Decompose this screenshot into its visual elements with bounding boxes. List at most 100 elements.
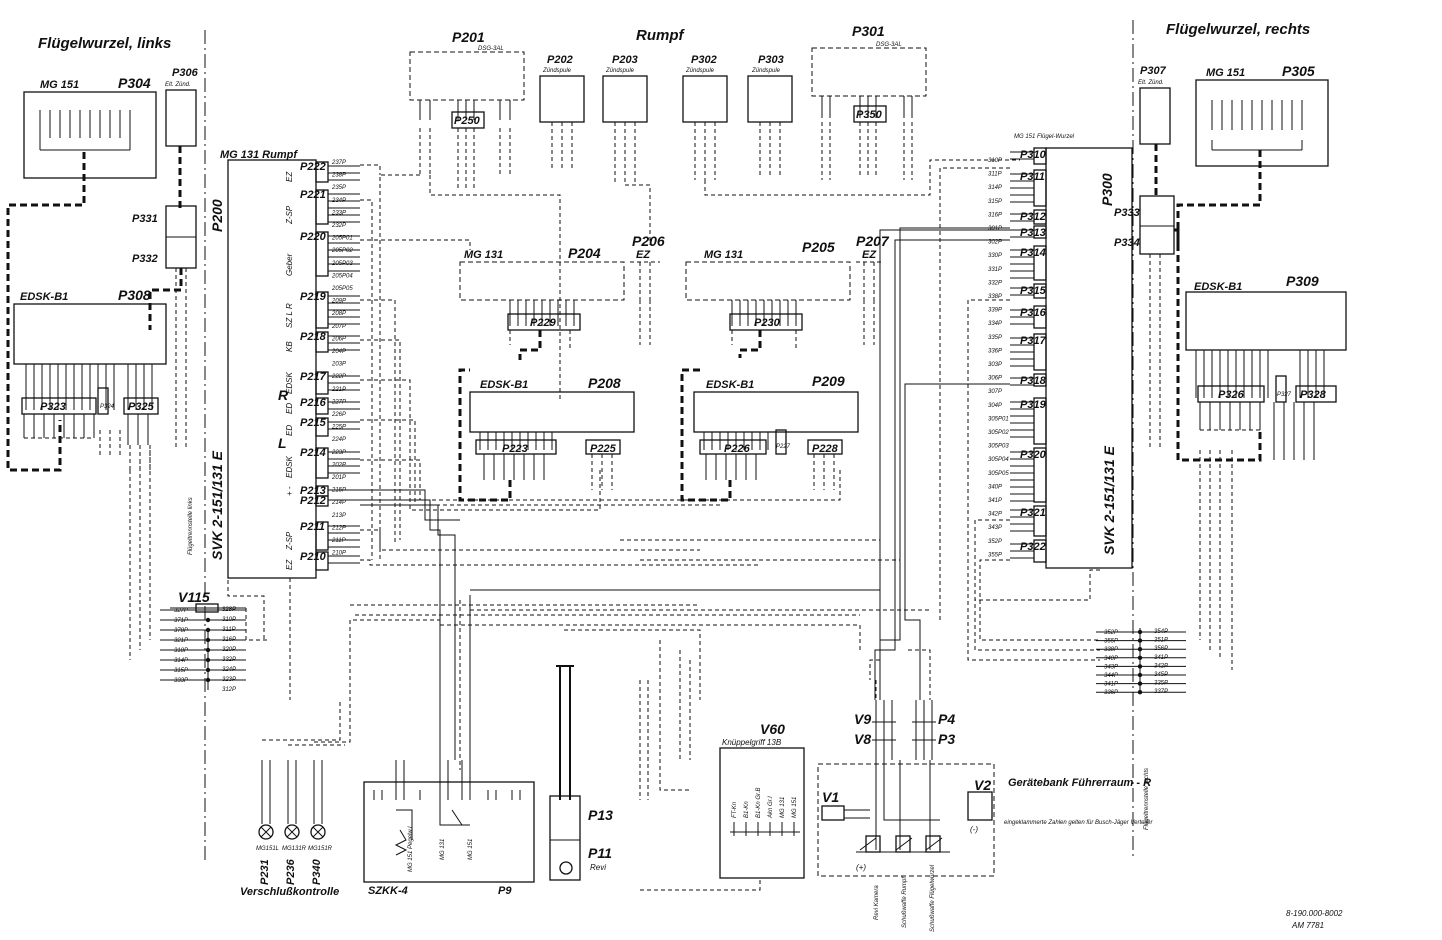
unit-P202: P202 Zündspule — [539, 54, 585, 123]
v115-right-label: 311P — [222, 627, 236, 633]
svg-text:P203: P203 — [612, 54, 638, 66]
rterm-right-label: 342P — [1154, 663, 1168, 669]
right-wire-label: 310P — [988, 158, 1002, 164]
svg-text:MG 151: MG 151 — [468, 839, 474, 860]
svg-text:P307: P307 — [1140, 65, 1167, 77]
left-wire-label: 232P — [331, 223, 346, 229]
right-wire-label: 304P — [988, 403, 1002, 409]
svg-text:V115: V115 — [178, 589, 210, 605]
unit-P204: MG 131 P204 P229 — [459, 245, 625, 360]
left-wire-label: 222P — [331, 374, 346, 380]
left-wire-label: 205P01 — [331, 236, 353, 242]
svg-text:FT-Kn: FT-Kn — [732, 801, 738, 818]
rterm-right-label: 351P — [1154, 638, 1168, 644]
right-wire-label: 305P04 — [988, 457, 1009, 463]
p200-wiring — [227, 164, 841, 760]
svg-text:Zündspule: Zündspule — [685, 68, 715, 74]
v115-dot — [205, 647, 211, 653]
unit-P307: P307 Elt. Zünd. — [1138, 65, 1171, 145]
svg-text:SZKK-4: SZKK-4 — [368, 885, 408, 897]
bus-wiring — [350, 539, 930, 770]
bottom-label-1: Revi Kamera — [874, 885, 880, 920]
svg-text:P204: P204 — [568, 245, 601, 261]
plug-P221: P221 — [300, 189, 326, 201]
svg-text:P309: P309 — [1286, 273, 1319, 289]
svg-text:Knüppelgriff 13B: Knüppelgriff 13B — [722, 738, 782, 747]
rterm-left-label: 340P — [1104, 656, 1118, 662]
v115-right-label: 312P — [222, 687, 236, 693]
svg-text:P331: P331 — [132, 213, 158, 225]
svg-text:MG 131: MG 131 — [464, 249, 503, 261]
v115-dot — [205, 617, 211, 623]
plug-group-9: + - — [285, 486, 294, 496]
plug-P325: P325 — [128, 401, 155, 413]
svg-text:SVK 2-151/131 E: SVK 2-151/131 E — [209, 450, 225, 560]
svg-text:P200: P200 — [209, 199, 225, 232]
rterm-right-label: 335P — [1154, 681, 1168, 687]
rterm-left-label: 344P — [1104, 673, 1118, 679]
plug-P327: P327 — [1277, 392, 1292, 398]
lamp-P236: P236 — [285, 858, 297, 885]
right-wire-label: 314P — [988, 185, 1002, 191]
right-wire-label: 338P — [988, 294, 1002, 300]
rterm-dot — [1137, 664, 1143, 669]
right-wire-label: 341P — [988, 498, 1002, 504]
svg-text:Elt. Zünd.: Elt. Zünd. — [1138, 80, 1164, 86]
left-wire-label: 212P — [331, 525, 346, 531]
svg-text:P208: P208 — [588, 375, 621, 391]
svg-text:P3: P3 — [938, 731, 955, 747]
plug-group-5: EDSK — [285, 372, 294, 394]
side-label-L: L — [278, 435, 287, 451]
plug-P229: P229 — [530, 317, 557, 329]
left-wire-label: 211P — [331, 538, 346, 544]
right-plug-column: P310P311P312P313P314P315P316P317P318P319… — [1010, 147, 1047, 563]
plug-P326: P326 — [1218, 389, 1245, 401]
unit-P333-P334: P333 P334 — [1114, 144, 1262, 462]
plug-P213: P213 — [300, 485, 326, 497]
right-wire-label: 302P — [988, 240, 1002, 246]
unit-P308: EDSK-B1 P308 P323 P324 P325 — [13, 287, 167, 470]
unit-P203: P203 Zündspule — [602, 54, 648, 123]
svg-text:EDSK-B1: EDSK-B1 — [480, 379, 528, 391]
right-wire-label: 334P — [988, 321, 1002, 327]
side-label-R: R — [278, 387, 289, 403]
right-wire-label: 330P — [988, 253, 1002, 259]
svg-text:P205: P205 — [802, 239, 835, 255]
v115-right-label: 310P — [222, 617, 236, 623]
plug-P222: P222 — [300, 161, 326, 173]
left-wire-label: 213P — [331, 513, 346, 519]
svg-text:P209: P209 — [812, 373, 845, 389]
doc-number: 8-190.000-8002 — [1286, 909, 1343, 918]
plug-group-12: EZ — [285, 559, 294, 570]
unit-V60: V60 Knüppelgriff 13B FT-Kn B1-Kn B1-Kn G… — [564, 629, 805, 891]
svg-text:P207: P207 — [856, 233, 890, 249]
rterm-right-label: 337P — [1154, 689, 1168, 695]
svg-text:P13: P13 — [588, 807, 613, 823]
svg-text:P9: P9 — [498, 885, 512, 897]
rterm-left-label: 355P — [1104, 639, 1118, 645]
svg-text:B1-Kn Gr.B: B1-Kn Gr.B — [756, 788, 762, 818]
right-wire-label: 340P — [988, 484, 1002, 490]
svg-text:MG 131: MG 131 — [704, 249, 743, 261]
svg-text:B1-Kn: B1-Kn — [744, 801, 750, 818]
v115-left-label: 378P — [174, 628, 188, 634]
plug-P225: P225 — [590, 443, 617, 455]
left-wire-label: 238P — [331, 173, 346, 179]
v115-dot — [205, 657, 211, 663]
right-wire-label: 305P01 — [988, 416, 1009, 422]
left-wire-label: 221P — [331, 387, 346, 393]
v115-right-label: 316P — [222, 637, 236, 643]
v115-left-label: 327P — [174, 608, 188, 614]
unit-P309: EDSK-B1 P309 P326 P327 P328 — [1185, 273, 1347, 460]
plug-P328: P328 — [1300, 389, 1327, 401]
terminal-V115: V115 327P371P378P321P318P314P315P333P328… — [129, 450, 270, 693]
svg-text:Gerätebank Führerraum - R: Gerätebank Führerraum - R — [1008, 777, 1151, 789]
plug-group-1: Z-SP — [285, 205, 294, 225]
left-wire-label: 205P02 — [331, 248, 353, 254]
right-wire-label: 305P05 — [988, 471, 1009, 477]
unit-P303: P303 Zündspule — [747, 54, 793, 123]
unit-P13-P11: P13 P11 Revi — [549, 665, 613, 881]
left-wire-label: 225P — [331, 425, 346, 431]
left-wire-labels: 237P238P235P234P233P232P205P01205P02205P… — [331, 160, 353, 557]
lamp-label-1: MG151L — [256, 846, 279, 852]
